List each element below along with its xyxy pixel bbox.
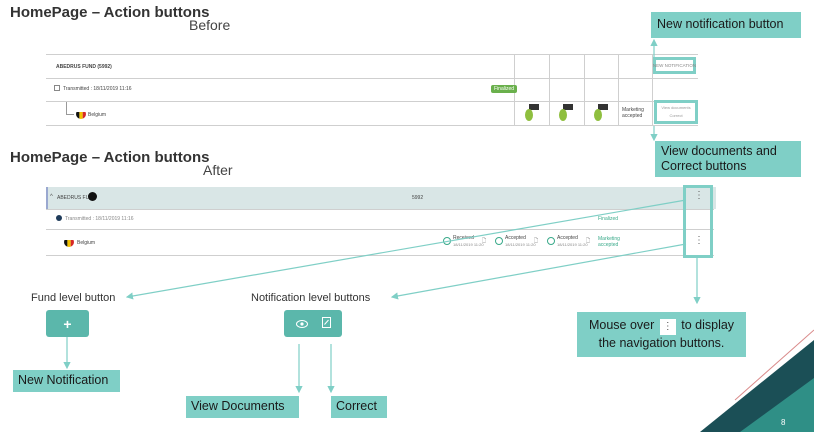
view-documents-button[interactable]: View documents [661, 105, 691, 110]
doc-icon[interactable]: 🗋 [482, 238, 487, 244]
document-edit-icon[interactable] [321, 315, 331, 333]
before-title: HomePage – Action buttons [10, 4, 210, 21]
new-notification-button[interactable]: NEW NOTIFICATION [653, 57, 696, 74]
transmitted-dot-icon [56, 215, 62, 221]
fund-indicator-icon [88, 192, 97, 201]
before-fund-name: ABEDRUS FUND (5992) [56, 64, 112, 70]
fund-kebab-icon[interactable]: ⋮ [694, 190, 704, 201]
after-subtitle: After [203, 162, 233, 178]
step-date: 18/11/2019 11:20 [557, 242, 588, 247]
before-country: Belgium [88, 112, 107, 118]
step-date: 18/11/2019 11:20 [453, 242, 484, 247]
callout-correct: Correct [331, 396, 387, 418]
after-country: Belgium [77, 240, 96, 246]
belgium-flag-icon [64, 237, 74, 247]
pdf-pin-icon[interactable] [593, 104, 609, 127]
fund-header-row[interactable] [46, 187, 716, 209]
step-label: Accepted [505, 235, 526, 241]
callout-view-correct-buttons: View documents and Correct buttons [655, 141, 801, 177]
page-number: 8 [781, 418, 786, 427]
after-table: ^ ABEDRUS FUND 5992 Transmitted : 18/11/… [46, 187, 716, 257]
pdf-pin-icon[interactable] [524, 104, 540, 127]
before-status-badge: Finalized [491, 85, 518, 93]
callout-mouse-over-pre: Mouse over [588, 318, 655, 332]
notification-level-buttons [284, 310, 342, 337]
before-table: ABEDRUS FUND (5992) Transmitted : 18/11/… [46, 54, 698, 126]
after-transmitted: Transmitted : 18/11/2019 11:16 [65, 216, 134, 222]
expand-icon[interactable] [54, 85, 60, 91]
belgium-flag-icon [76, 109, 86, 119]
callout-new-notification: New Notification [13, 370, 120, 392]
notification-kebab-icon[interactable]: ⋮ [694, 235, 704, 246]
after-title: HomePage – Action buttons [10, 149, 210, 166]
check-icon [495, 237, 503, 245]
callout-mouse-over: Mouse over ⋮ to display the navigation b… [577, 312, 746, 357]
step-date: 18/11/2019 11:20 [505, 242, 536, 247]
fund-level-add-button[interactable]: + [46, 310, 89, 337]
fund-level-label: Fund level button [31, 292, 116, 304]
step-label: Received [453, 235, 474, 241]
after-status: Finalized [598, 216, 619, 222]
after-fund-name: ABEDRUS FUND [57, 195, 97, 201]
pdf-pin-icon[interactable] [558, 104, 574, 127]
after-marketing-status: Marketing accepted [598, 236, 620, 248]
step-label: Accepted [557, 235, 578, 241]
kebab-icon: ⋮ [659, 319, 676, 335]
check-icon [547, 237, 555, 245]
correct-button[interactable]: Correct [669, 113, 683, 118]
callout-new-notification-button: New notification button [651, 12, 801, 38]
before-marketing-status: Marketing accepted [622, 107, 644, 119]
kebab-column-highlight [683, 185, 713, 258]
collapse-icon[interactable]: ^ [50, 194, 53, 200]
doc-icon[interactable]: 🗋 [534, 238, 539, 244]
before-subtitle: Before [189, 17, 231, 33]
notification-level-label: Notification level buttons [251, 292, 371, 304]
after-fund-code: 5992 [412, 195, 424, 201]
callout-view-documents: View Documents [186, 396, 299, 418]
before-transmitted: Transmitted : 18/11/2019 11:16 [63, 86, 132, 92]
eye-icon[interactable] [295, 315, 308, 333]
view-correct-buttons-highlight: View documents Correct [654, 100, 698, 124]
callout-mouse-over-post: to display the navigation buttons. [598, 318, 735, 350]
doc-icon[interactable]: 🗋 [586, 238, 591, 244]
